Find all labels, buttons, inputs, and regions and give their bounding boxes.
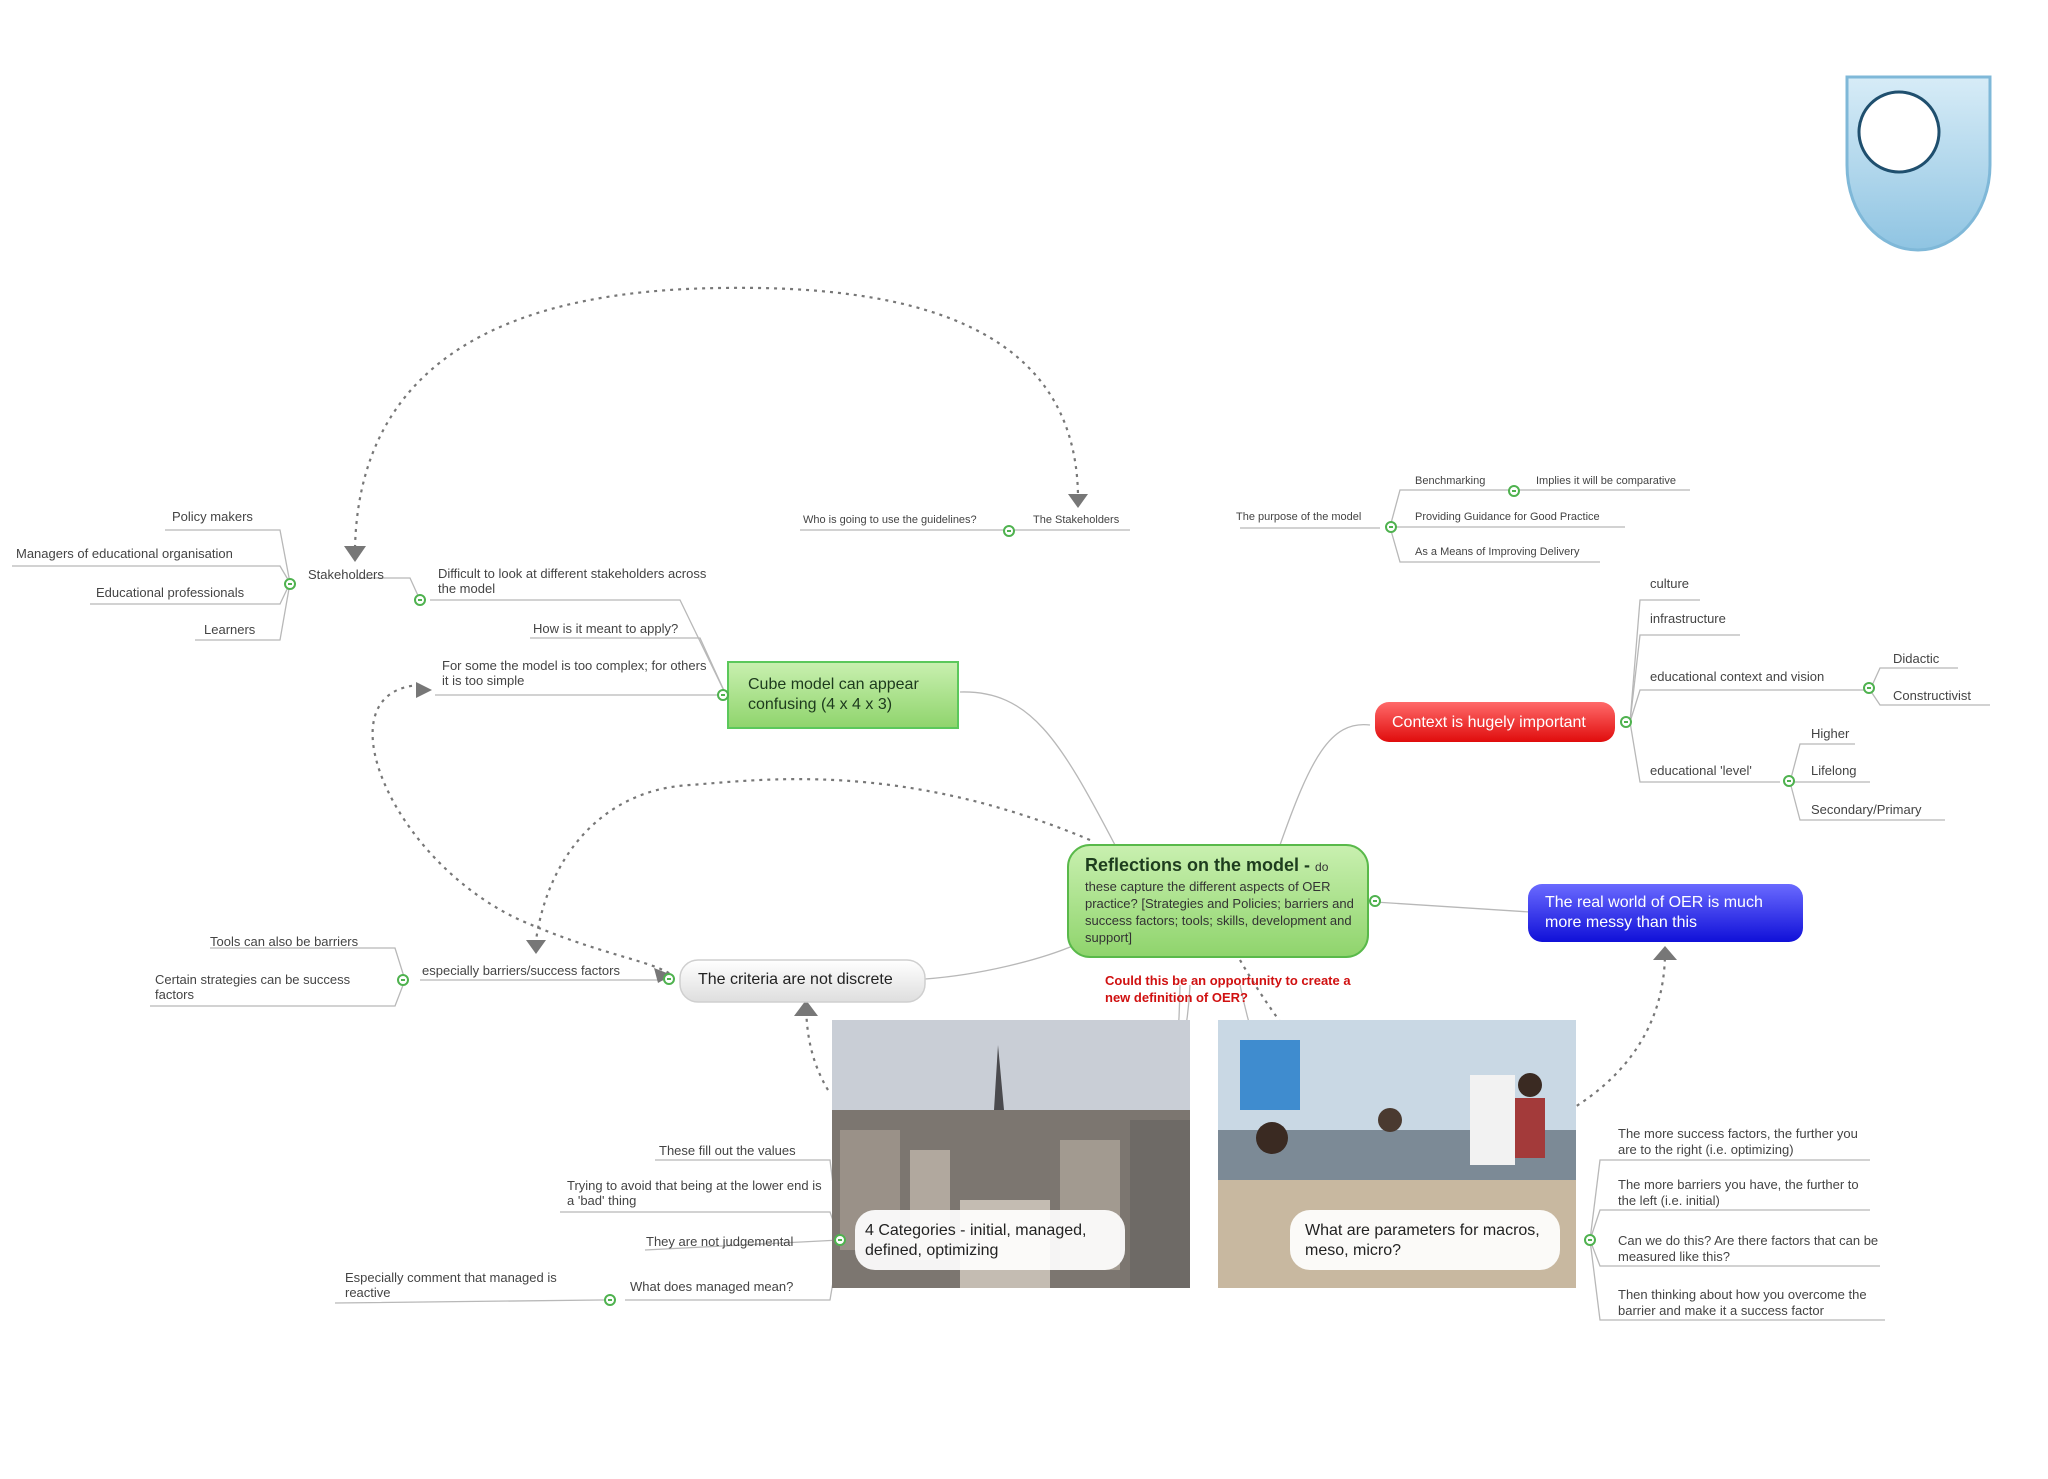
benchmarking-collapse-toggle[interactable] <box>1508 485 1520 497</box>
barriers-success-label: especially barriers/success factors <box>422 962 620 979</box>
culture-label: culture <box>1650 575 1689 592</box>
cube-collapse-toggle[interactable] <box>717 689 729 701</box>
barriers-collapse-toggle[interactable] <box>397 974 409 986</box>
constructivist-label: Constructivist <box>1893 687 1971 704</box>
new-definition-question: Could this be an opportunity to create a… <box>1105 972 1365 1006</box>
managed-collapse-toggle[interactable] <box>604 1294 616 1306</box>
context-vision-label: educational context and vision <box>1650 668 1824 685</box>
how-apply-label: How is it meant to apply? <box>533 620 678 637</box>
criteria-collapse-toggle[interactable] <box>663 973 675 985</box>
delivery-label: As a Means of Improving Delivery <box>1415 545 1579 559</box>
vision-collapse-toggle[interactable] <box>1863 682 1875 694</box>
strategies-label: Certain strategies can be success factor… <box>155 972 385 1002</box>
stakeholder-policy-makers: Policy makers <box>172 508 253 525</box>
central-title-tail: do <box>1315 860 1328 874</box>
overcome-barrier-label: Then thinking about how you overcome the… <box>1618 1287 1888 1319</box>
lifelong-label: Lifelong <box>1811 762 1857 779</box>
success-factors-label: The more success factors, the further yo… <box>1618 1126 1868 1158</box>
guidance-label: Providing Guidance for Good Practice <box>1415 510 1600 524</box>
stakeholder-managers: Managers of educational organisation <box>16 545 233 562</box>
difficult-collapse-toggle[interactable] <box>414 594 426 606</box>
guidelines-collapse-toggle[interactable] <box>1003 525 1015 537</box>
purpose-collapse-toggle[interactable] <box>1385 521 1397 533</box>
can-we-do-this-label: Can we do this? Are there factors that c… <box>1618 1233 1883 1265</box>
context-node[interactable]: Context is hugely important <box>1392 713 1607 733</box>
central-topic[interactable]: Reflections on the model - do these capt… <box>1085 855 1360 946</box>
higher-label: Higher <box>1811 725 1849 742</box>
managed-mean-label: What does managed mean? <box>630 1278 793 1295</box>
the-stakeholders-label: The Stakeholders <box>1033 513 1119 527</box>
stakeholders-label: Stakeholders <box>308 566 384 583</box>
context-collapse-toggle[interactable] <box>1620 716 1632 728</box>
stakeholder-learners: Learners <box>204 621 255 638</box>
managed-reactive-label: Especially comment that managed is react… <box>345 1270 595 1300</box>
too-complex-label: For some the model is too complex; for o… <box>442 658 712 688</box>
purpose-of-model-label: The purpose of the model <box>1236 510 1361 524</box>
educational-level-label: educational 'level' <box>1650 762 1752 779</box>
avoid-bad-label: Trying to avoid that being at the lower … <box>567 1178 822 1208</box>
benchmarking-label: Benchmarking <box>1415 474 1485 488</box>
secondary-primary-label: Secondary/Primary <box>1811 801 1922 818</box>
who-uses-guidelines-label: Who is going to use the guidelines? <box>803 513 977 527</box>
tools-barriers-label: Tools can also be barriers <box>210 933 358 950</box>
parameters-collapse-toggle[interactable] <box>1584 1234 1596 1246</box>
difficult-stakeholders-label: Difficult to look at different stakehold… <box>438 566 708 596</box>
didactic-label: Didactic <box>1893 650 1939 667</box>
level-collapse-toggle[interactable] <box>1783 775 1795 787</box>
cube-model-node[interactable]: Cube model can appear confusing (4 x 4 x… <box>748 675 953 715</box>
central-collapse-toggle[interactable] <box>1369 895 1381 907</box>
central-body: these capture the different aspects of O… <box>1085 878 1360 946</box>
comparative-label: Implies it will be comparative <box>1536 474 1676 488</box>
not-judgemental-label: They are not judgemental <box>646 1233 793 1250</box>
parameters-node[interactable]: What are parameters for macros, meso, mi… <box>1305 1221 1555 1261</box>
stakeholder-educational-professionals: Educational professionals <box>96 584 244 601</box>
categories-node[interactable]: 4 Categories - initial, managed, defined… <box>865 1221 1120 1261</box>
central-title: Reflections on the model - <box>1085 855 1315 875</box>
fill-values-label: These fill out the values <box>659 1142 796 1159</box>
ou-shield-logo <box>1847 77 1990 250</box>
categories-collapse-toggle[interactable] <box>834 1234 846 1246</box>
real-world-node[interactable]: The real world of OER is much more messy… <box>1545 893 1790 933</box>
more-barriers-label: The more barriers you have, the further … <box>1618 1177 1868 1209</box>
stakeholders-collapse-toggle[interactable] <box>284 578 296 590</box>
criteria-node[interactable]: The criteria are not discrete <box>698 970 918 990</box>
infrastructure-label: infrastructure <box>1650 610 1726 627</box>
